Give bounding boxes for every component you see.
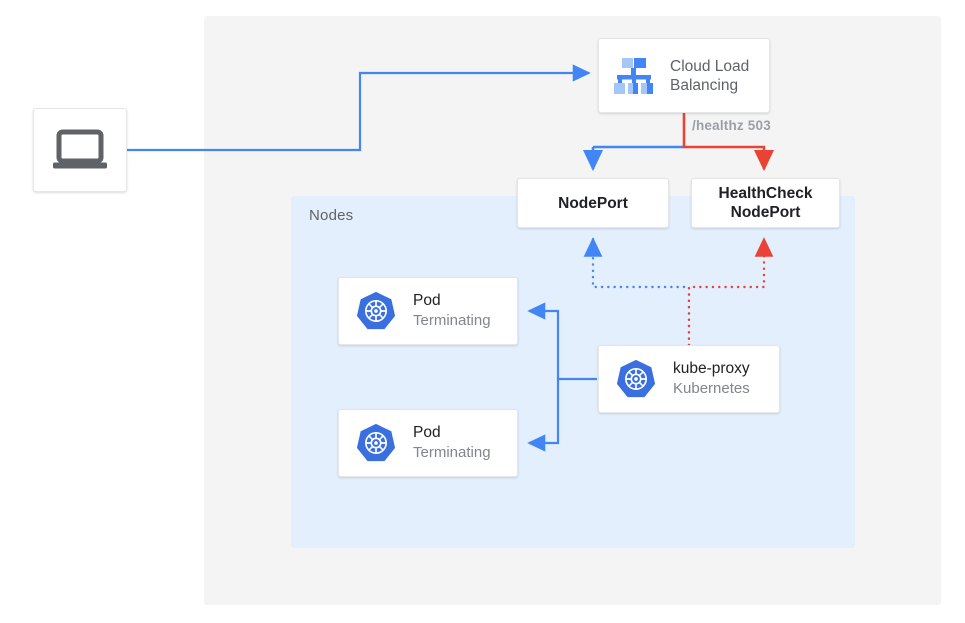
kube-proxy-title: kube-proxy [673,360,750,377]
healthcheck-nodeport-label: HealthCheck NodePort [719,184,813,222]
pod-1-subtitle: Terminating [413,312,491,329]
pod-2-title: Pod [413,424,441,441]
kube-proxy-node[interactable]: kube-proxy Kubernetes [598,345,780,413]
client-node[interactable] [33,108,127,192]
nodeport-node[interactable]: NodePort [517,178,669,228]
pod-1-title: Pod [413,292,441,309]
cloud-load-balancing-icon [614,57,653,94]
hc-line1: HealthCheck [718,185,813,202]
laptop-icon [53,129,107,169]
healthcheck-nodeport-node[interactable]: HealthCheck NodePort [691,178,840,228]
nodeport-label: NodePort [558,194,628,212]
healthz-label: /healthz 503 [692,118,771,133]
lb-title-line1: Cloud Load [670,57,750,75]
hc-line2: NodePort [730,204,801,221]
kube-proxy-subtitle: Kubernetes [673,380,750,397]
kubernetes-icon [616,359,656,398]
kubernetes-icon [356,423,396,462]
pod-2-subtitle: Terminating [413,444,491,461]
nodes-panel-label: Nodes [309,207,354,224]
pod-node-2[interactable]: Pod Terminating [338,409,518,477]
pod-node-1[interactable]: Pod Terminating [338,277,518,345]
kubernetes-icon [356,291,396,330]
cloud-load-balancing-node[interactable]: Cloud Load Balancing [598,38,770,113]
lb-title-line2: Balancing [670,76,739,94]
cloud-load-balancing-label: Cloud Load Balancing [670,57,749,95]
